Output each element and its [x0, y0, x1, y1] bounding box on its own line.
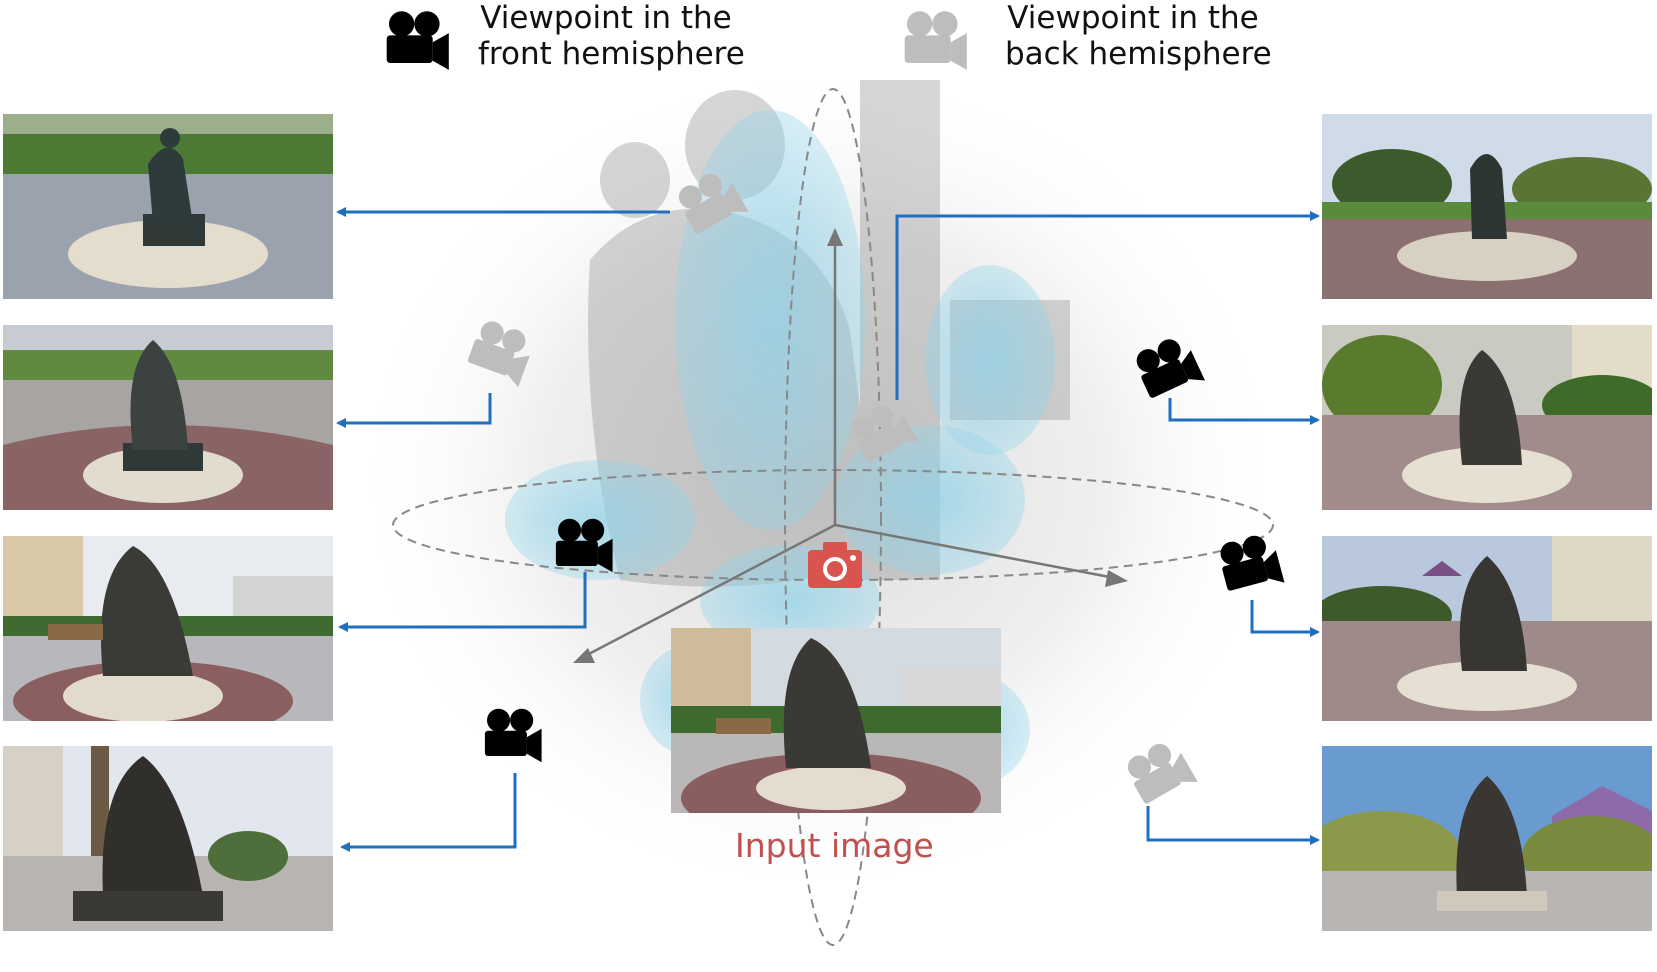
- viewpoint-camera-right-1-icon: [846, 397, 919, 469]
- input-image: [671, 628, 1001, 813]
- arrows: [336, 207, 1320, 852]
- legend-back-movie-camera-icon: [904, 11, 967, 70]
- view-thumbnail-right-2: [1322, 325, 1652, 510]
- legend-back-label: Viewpoint in the back hemisphere: [1005, 0, 1272, 72]
- view-thumbnail-left-1: [3, 114, 333, 299]
- input-photo-camera-icon: [808, 542, 862, 588]
- legend-front-line1: Viewpoint in the: [480, 0, 732, 36]
- arrow-right-3: [1250, 600, 1320, 637]
- arrow-right-4: [1146, 806, 1320, 845]
- arrow-right-1: [895, 211, 1320, 400]
- view-thumbnail-left-4: [3, 746, 333, 931]
- input-image-caption: Input image: [735, 826, 934, 865]
- legend-front-label: Viewpoint in the front hemisphere: [478, 0, 745, 72]
- legend-front-movie-camera-icon: [386, 11, 449, 70]
- arrow-left-2: [336, 393, 492, 428]
- view-thumbnail-right-4: [1322, 746, 1652, 931]
- viewpoint-camera-left-4-icon: [484, 708, 542, 763]
- legend-front-line2: front hemisphere: [478, 36, 745, 72]
- viewpoint-camera-left-2-icon: [464, 317, 537, 388]
- view-thumbnail-left-2: [3, 325, 333, 510]
- viewpoint-camera-right-3-icon: [1215, 530, 1285, 598]
- legend-back-line1: Viewpoint in the: [1007, 0, 1259, 36]
- viewpoint-camera-right-4-icon: [1121, 735, 1198, 811]
- arrow-left-4: [340, 773, 517, 852]
- view-thumbnail-left-3: [3, 536, 333, 721]
- view-thumbnail-right-3: [1322, 536, 1652, 721]
- arrow-right-2: [1168, 398, 1320, 425]
- arrow-left-3: [338, 572, 587, 632]
- viewpoint-camera-right-2-icon: [1130, 332, 1205, 405]
- legend-back-line2: back hemisphere: [1005, 36, 1272, 72]
- coordinate-axes: [573, 228, 1128, 663]
- view-thumbnail-right-1: [1322, 114, 1652, 299]
- viewpoint-camera-left-3-icon: [555, 518, 613, 573]
- vertical-orbit: [784, 88, 882, 946]
- viewpoint-camera-left-1-icon: [672, 165, 749, 241]
